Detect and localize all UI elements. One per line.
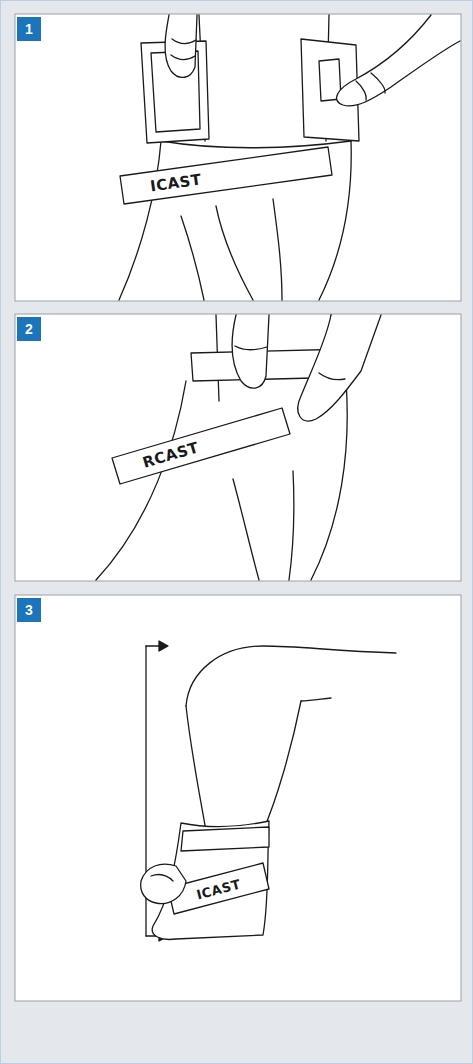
finger-line [172,39,196,44]
finger-line [319,373,345,380]
boot-outline [96,381,186,580]
boot-seam [233,479,259,580]
step-panel [15,595,461,1001]
step-number: 2 [25,322,33,336]
step-number: 3 [25,603,33,617]
shin-line [263,701,301,831]
boot-outline [119,141,161,300]
strap [120,147,332,204]
step-badge: 1 [17,17,41,41]
hand [165,15,197,77]
finger-line [151,875,173,881]
hand [337,15,460,106]
shin-line [186,706,206,831]
boot-cuff [161,141,351,148]
finger-line [235,346,267,350]
arrowhead [159,641,168,651]
step-number: 1 [25,22,33,36]
step-badge: 3 [17,598,41,622]
boot-seam [216,206,253,300]
step-panel [15,314,461,581]
hand [298,315,381,421]
strap [112,408,290,484]
hand [141,864,186,903]
finger-line [371,73,385,93]
step-panel [15,14,461,301]
hand [232,315,269,388]
boot-seam [273,199,282,300]
strap [181,827,269,851]
finger-line [171,55,195,60]
step-badge: 2 [17,317,41,341]
finger-line [356,81,366,100]
knee-thigh [301,698,331,701]
knee-thigh [186,646,396,706]
boot-seam [289,471,294,580]
boot-seam [181,216,204,300]
